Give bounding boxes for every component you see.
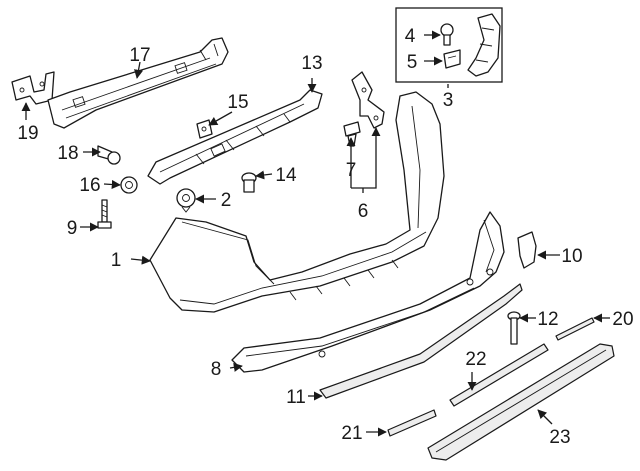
leader-lines [21, 30, 610, 437]
callout-8[interactable]: 8 [211, 359, 222, 380]
callout-20[interactable]: 20 [612, 309, 633, 330]
callout-11[interactable]: 11 [286, 387, 306, 408]
part-1-bumper-cover [149, 91, 445, 313]
part-6-bracket [351, 71, 385, 129]
part-5-clip [443, 49, 461, 69]
part-20-molding [555, 317, 595, 341]
part-7-clip [343, 121, 361, 147]
part-14-rivet [241, 172, 257, 193]
callout-labels: 1 2 3 4 5 6 7 8 9 10 11 12 13 14 15 16 1… [17, 26, 633, 448]
callout-2[interactable]: 2 [221, 190, 232, 211]
part-2-retainer [176, 188, 196, 213]
callout-16[interactable]: 16 [79, 175, 100, 196]
callout-3[interactable]: 3 [443, 90, 454, 111]
callout-1[interactable]: 1 [111, 250, 122, 271]
callout-5[interactable]: 5 [407, 52, 418, 73]
part-18-push-pin [97, 145, 121, 165]
callout-10[interactable]: 10 [561, 246, 582, 267]
part-9-bolt [97, 199, 112, 229]
part-10-bracket [517, 231, 537, 269]
part-17-reinforcement-beam [47, 37, 229, 129]
callout-21[interactable]: 21 [341, 423, 362, 444]
part-15-clip [196, 119, 213, 139]
part-19-bracket [11, 71, 55, 105]
callout-13[interactable]: 13 [301, 53, 322, 74]
callout-12[interactable]: 12 [537, 309, 558, 330]
callout-17[interactable]: 17 [129, 45, 150, 66]
callout-22[interactable]: 22 [465, 349, 486, 370]
part-23-step-pad [427, 343, 615, 461]
callout-15[interactable]: 15 [227, 92, 248, 113]
callout-4[interactable]: 4 [405, 26, 416, 47]
callout-6[interactable]: 6 [358, 201, 369, 222]
part-4-screw [440, 23, 454, 46]
part-21-molding [387, 409, 437, 437]
callout-7[interactable]: 7 [346, 160, 357, 181]
callout-14[interactable]: 14 [275, 165, 297, 186]
part-3-group-box [395, 7, 503, 83]
part-13-energy-absorber [147, 89, 323, 185]
part-3-bracket [467, 13, 501, 77]
part-12-bolt [507, 311, 521, 345]
part-11-trim-strip [319, 283, 523, 399]
callout-23[interactable]: 23 [549, 427, 570, 448]
part-16-nut [120, 176, 138, 194]
callout-9[interactable]: 9 [67, 218, 78, 239]
callout-19[interactable]: 19 [17, 123, 38, 144]
part-8-valance [231, 211, 505, 373]
callout-18[interactable]: 18 [57, 143, 78, 164]
